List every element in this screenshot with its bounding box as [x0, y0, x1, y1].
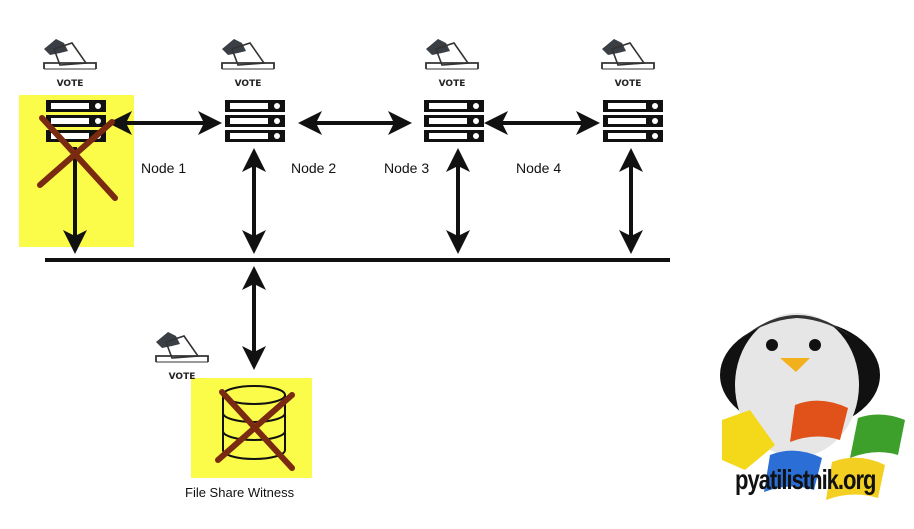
server-icon-node-2[interactable] [225, 100, 285, 142]
server-icon-node-3[interactable] [424, 100, 484, 142]
vote-icon: VOTE [601, 38, 655, 89]
svg-text:VOTE: VOTE [439, 79, 466, 89]
svg-text:VOTE: VOTE [235, 79, 262, 89]
server-icon-node-4[interactable] [603, 100, 663, 142]
svg-text:VOTE: VOTE [57, 79, 84, 89]
svg-text:VOTE: VOTE [169, 372, 196, 382]
vote-icon: VOTE [43, 38, 97, 89]
node-2-label: Node 2 [291, 160, 337, 176]
failed-cross-icon [215, 389, 295, 471]
svg-text:VOTE: VOTE [615, 79, 642, 89]
failed-cross-icon [37, 115, 118, 201]
pyatilistnik-logo [720, 313, 905, 500]
vote-icon: VOTE [425, 38, 479, 89]
witness-label: File Share Witness [185, 485, 295, 500]
node-3-label: Node 3 [384, 160, 430, 176]
logo-text: pyatilistnik.org [735, 463, 876, 495]
vote-icon: VOTE [155, 331, 209, 382]
vote-icon: VOTE [221, 38, 275, 89]
node-4-label: Node 4 [516, 160, 562, 176]
node-1-label: Node 1 [141, 160, 187, 176]
